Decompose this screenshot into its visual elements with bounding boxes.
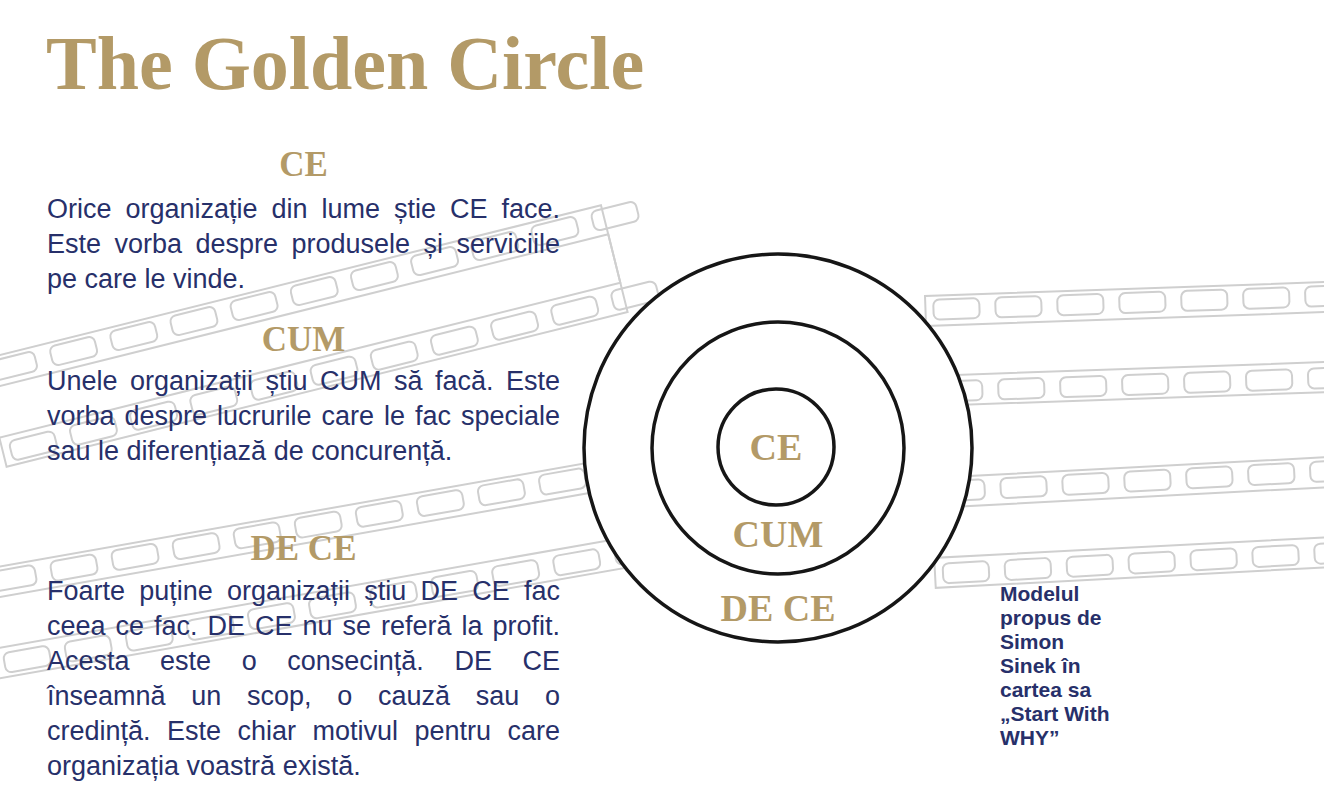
circle-label: CUM [650,515,906,553]
section-heading: DE CE [47,530,560,569]
figure-caption: Modelul propus de Simon Sinek în cartea … [1000,582,1110,750]
section-heading: CE [47,146,560,185]
circle-label: CE [716,428,836,466]
section-heading: CUM [47,321,560,360]
golden-circle-ring: CUM CE [650,320,906,576]
golden-circle-ring: CE [716,387,836,507]
diagram-title: The Golden Circle [46,22,644,106]
golden-circle-ring: DE CE CUM CE [582,252,974,644]
section-text: Unele organizații știu CUM să facă. Este… [47,364,560,469]
section-text: Orice organizație din lume știe CE face.… [47,192,560,297]
section-text: Foarte puține organizații știu DE CE fac… [47,574,560,784]
circle-label: DE CE [582,589,974,627]
